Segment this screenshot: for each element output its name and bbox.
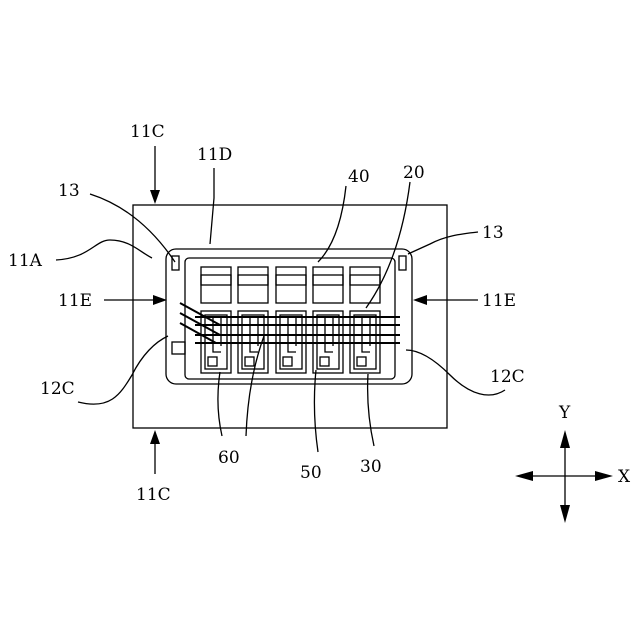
upper-cell-top (238, 267, 268, 285)
x-arrow-left-icon (515, 471, 533, 481)
upper-cell-top (350, 267, 380, 285)
label-20: 20 (403, 163, 425, 183)
label-13-left: 13 (58, 181, 80, 201)
upper-cell (313, 275, 343, 303)
label-12c-left: 12C (40, 379, 75, 399)
pad-square (320, 357, 329, 366)
arrow-11e-right (413, 295, 478, 305)
upper-cell (201, 275, 231, 303)
pad-square (245, 357, 254, 366)
label-13-right: 13 (482, 223, 504, 243)
horizontal-wiring (195, 317, 400, 343)
label-11e-right: 11E (482, 291, 516, 311)
label-40: 40 (348, 167, 370, 187)
arrow-11c-top (150, 146, 160, 204)
y-arrow-down-icon (560, 505, 570, 523)
leader-lines (56, 168, 505, 452)
pad-square (208, 357, 217, 366)
x-arrow-right-icon (595, 471, 613, 481)
label-30: 30 (360, 457, 382, 477)
upper-cell-top (276, 267, 306, 285)
diagonal-wiring (180, 303, 220, 343)
axis-cross (515, 430, 613, 523)
pad-square (357, 357, 366, 366)
label-50: 50 (300, 463, 322, 483)
upper-cell (350, 275, 380, 303)
axis-y-label: Y (558, 403, 571, 423)
label-11c-bottom: 11C (136, 485, 171, 505)
pad-square (283, 357, 292, 366)
right-notch (399, 256, 406, 270)
label-11a: 11A (8, 251, 43, 271)
arrow-11c-bottom (150, 430, 160, 474)
upper-cell (238, 275, 268, 303)
upper-cell-top (201, 267, 231, 285)
label-11e-left: 11E (58, 291, 92, 311)
y-arrow-up-icon (560, 430, 570, 448)
label-60: 60 (218, 448, 240, 468)
label-12c-right: 12C (490, 367, 525, 387)
upper-cell-row (201, 267, 380, 303)
label-11d: 11D (197, 145, 232, 165)
label-11c-top: 11C (130, 122, 165, 142)
left-tab (172, 342, 185, 354)
upper-cell (276, 275, 306, 303)
arrow-11e-left (104, 295, 167, 305)
axis-x-label: X (618, 467, 631, 487)
upper-cell-top (313, 267, 343, 285)
